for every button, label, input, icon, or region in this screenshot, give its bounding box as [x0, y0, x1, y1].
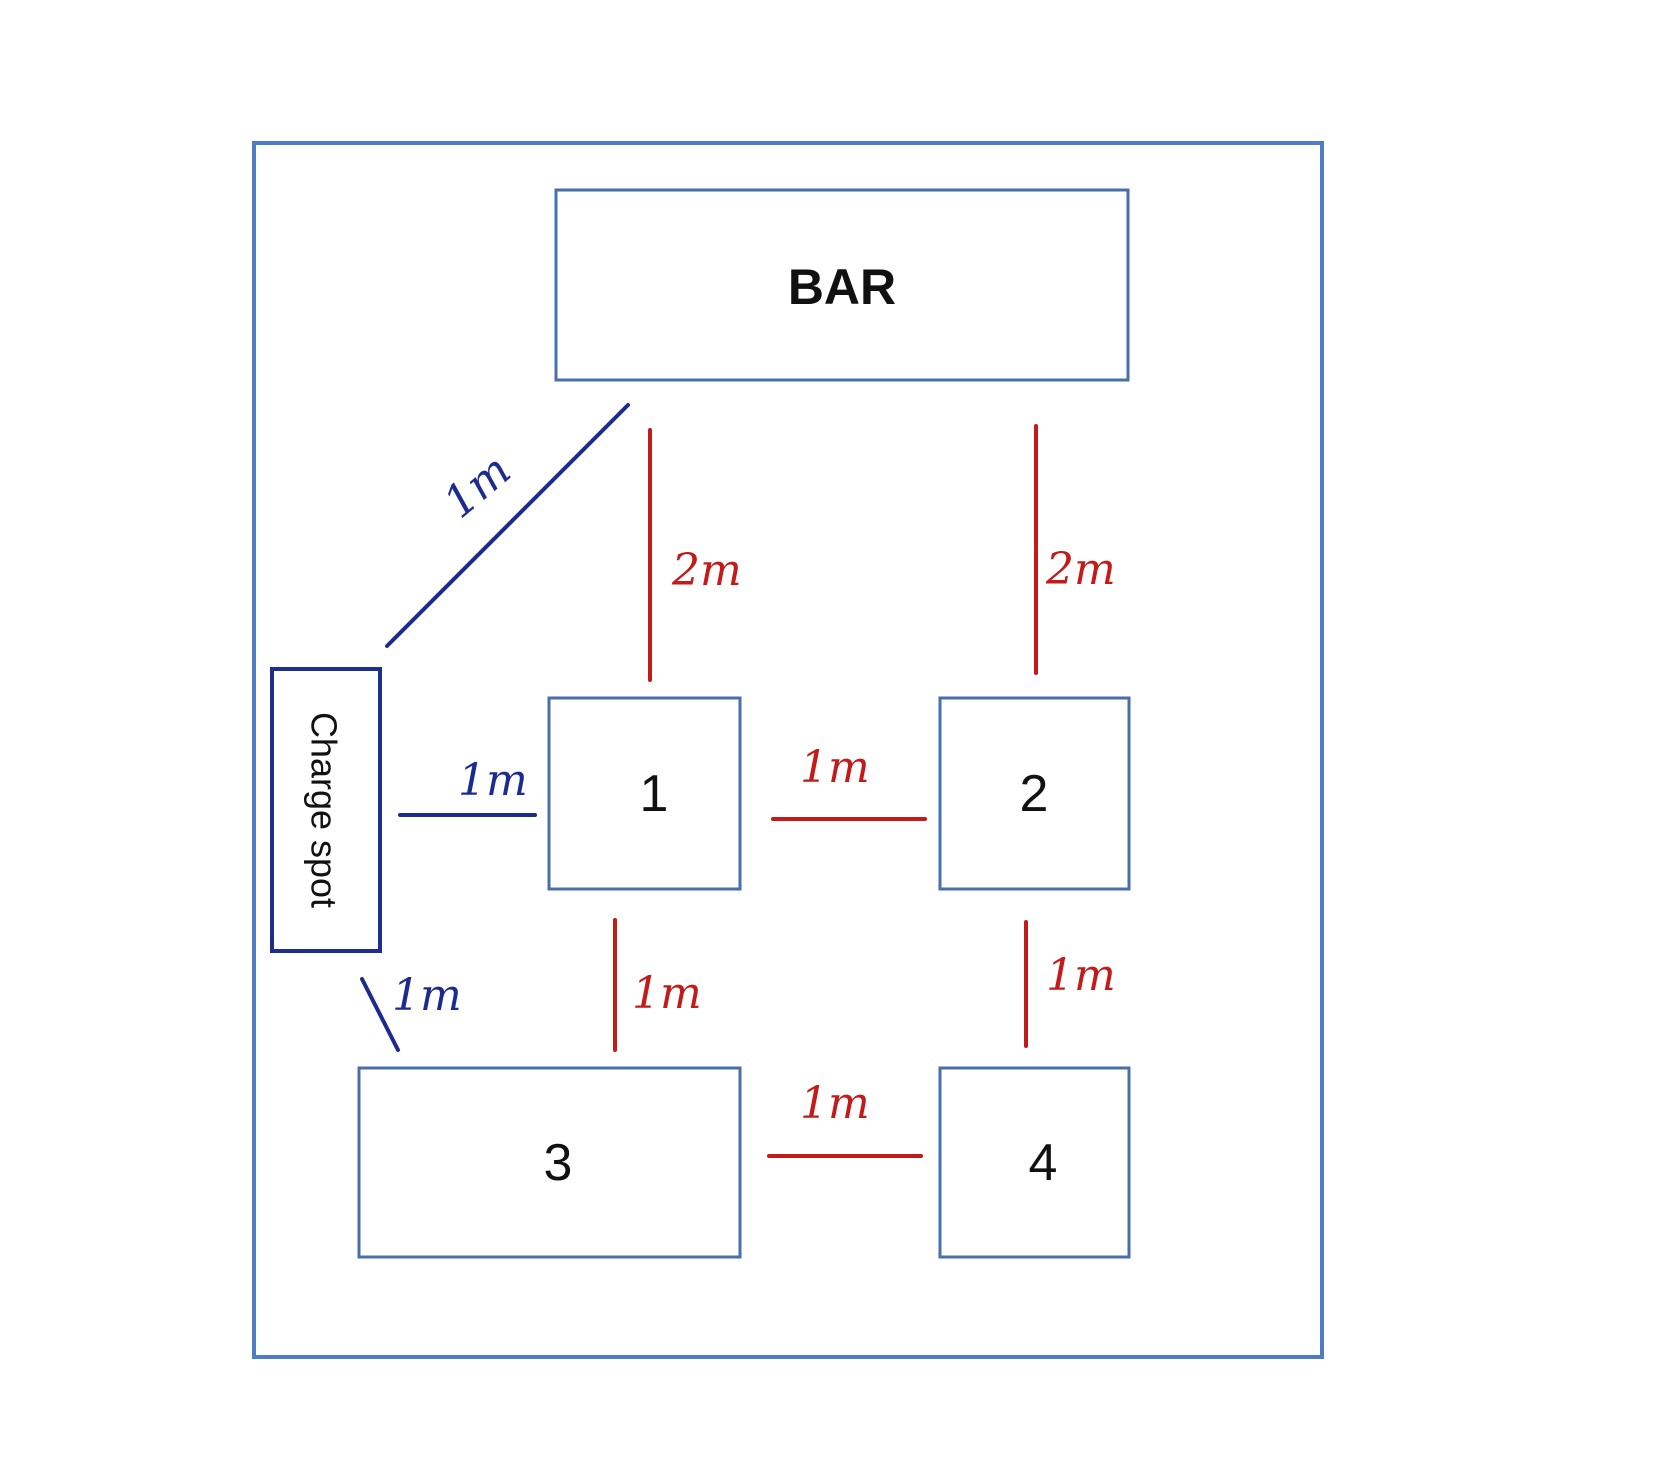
bar-box	[554, 188, 1130, 382]
bar-to-charge-line	[385, 403, 630, 648]
table2-to-table4-distance: 1m	[1046, 950, 1116, 1001]
bar-to-charge-distance: 1m	[434, 445, 520, 529]
table-3-box	[357, 1066, 742, 1259]
bar-to-table2-distance: 2m	[1045, 544, 1116, 595]
table-1-label: 1	[640, 765, 669, 823]
table-4-box	[938, 1066, 1131, 1259]
bar-to-table1-distance: 2m	[671, 545, 742, 596]
bar-label: BAR	[788, 259, 896, 315]
room-boundary	[252, 141, 1324, 1359]
charge-to-table3-distance: 1m	[392, 970, 462, 1021]
table-2-box	[938, 696, 1131, 891]
table-2-label: 2	[1020, 765, 1049, 823]
charge-spot-box	[270, 667, 382, 953]
table3-to-table4-distance: 1m	[800, 1078, 870, 1129]
table-3-label: 3	[544, 1134, 573, 1192]
table1-to-table2-distance: 1m	[800, 742, 870, 793]
table-1-box	[547, 696, 742, 891]
charge-spot-label: Charge spot	[304, 712, 345, 908]
charge-to-table1-distance: 1m	[458, 755, 528, 806]
table-4-label: 4	[1029, 1134, 1058, 1192]
charge-to-table3-line	[360, 977, 400, 1052]
table1-to-table3-distance: 1m	[632, 968, 702, 1019]
